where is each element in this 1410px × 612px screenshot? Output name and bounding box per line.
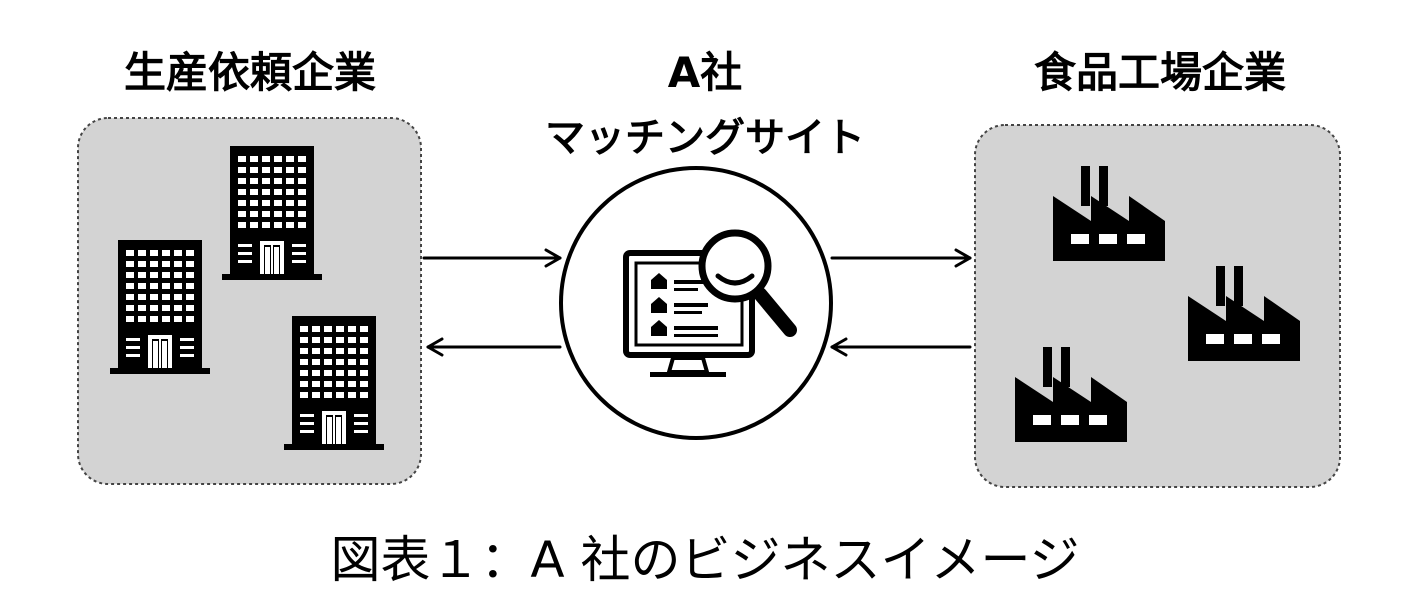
office-building-icon — [110, 240, 210, 374]
right-group-title: 食品工場企業 — [1033, 48, 1286, 97]
arrowhead-right-icon — [954, 248, 972, 268]
arrowhead-left-icon — [830, 337, 848, 357]
office-building-icon — [284, 316, 384, 450]
monitor-search-icon — [623, 229, 797, 377]
center-subtitle: マッチングサイト — [545, 115, 865, 161]
left-group-title: 生産依頼企業 — [123, 48, 376, 97]
arrowhead-left-icon — [426, 337, 444, 357]
center-title: A社 — [667, 48, 743, 97]
office-building-icon — [222, 146, 322, 280]
arrowhead-right-icon — [544, 248, 562, 268]
figure-caption: 図表１：A 社のビジネスイメージ — [330, 531, 1080, 589]
